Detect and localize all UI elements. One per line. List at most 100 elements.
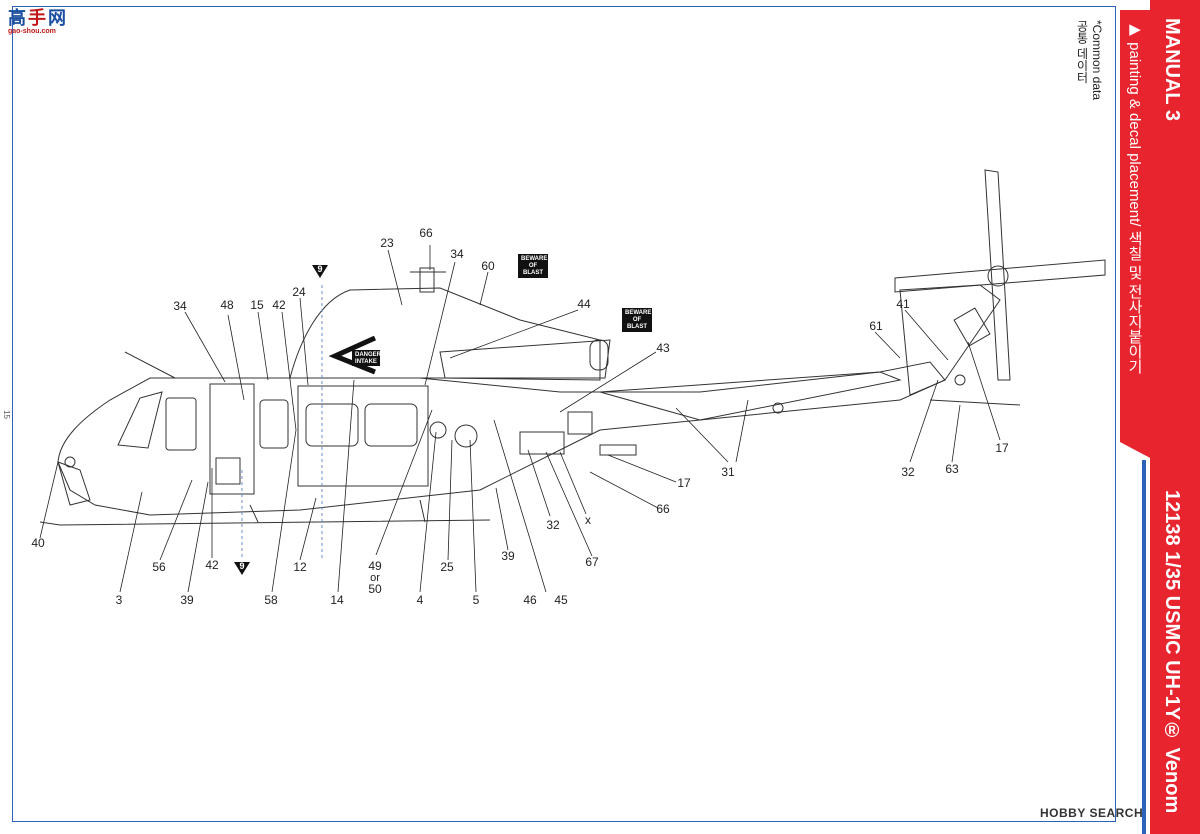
leader-34-top [424, 261, 456, 386]
leader-12 [299, 497, 317, 561]
watermark-char-1: 高 [8, 8, 26, 28]
leader-42-top [281, 311, 297, 431]
leader-34-left [184, 311, 226, 383]
tail-rotor-vertical [984, 169, 1011, 381]
leader-61 [874, 331, 901, 359]
callout-49-or: or [370, 572, 380, 584]
tail-grille [953, 307, 991, 347]
callout-66-low: 66 [656, 502, 670, 516]
callout-24: 24 [292, 285, 306, 299]
marker-9-bottom-shape [234, 562, 250, 575]
callout-32-mid: 32 [546, 518, 560, 532]
leader-41 [904, 309, 949, 361]
leader-39-mid [495, 487, 509, 551]
callout-67: 67 [585, 555, 599, 569]
leader-32-tail [909, 379, 939, 463]
callout-46: 46 [523, 593, 537, 607]
callout-40: 40 [31, 536, 45, 550]
callout-61: 61 [869, 319, 883, 333]
door-window-3 [364, 403, 418, 447]
marker-9-top: 9 [317, 264, 323, 274]
callout-17-mid: 17 [677, 476, 691, 490]
leader-24 [299, 297, 309, 386]
leader-67 [545, 451, 593, 557]
nose-sensor [64, 456, 76, 468]
leader-66-low [589, 471, 659, 509]
callout-50: 50 [368, 582, 382, 596]
leader-23 [387, 249, 403, 306]
callout-66-top: 66 [419, 226, 433, 240]
callout-5: 5 [472, 593, 480, 607]
panel-a [215, 457, 241, 485]
callout-60: 60 [481, 259, 495, 273]
helicopter-side-view [39, 169, 1106, 593]
skid-rail [39, 519, 491, 526]
danger-intake-chevron [328, 335, 377, 375]
tail-skid [929, 399, 1021, 406]
leader-17-tail [967, 341, 1001, 441]
callout-56: 56 [152, 560, 166, 574]
watermark-char-3: 网 [48, 8, 66, 28]
callout-14: 14 [330, 593, 344, 607]
marker-9-bottom: 9 [239, 561, 245, 571]
manual-sidebar: MANUAL 3 ▶ painting & decal placement/ 색… [1120, 0, 1200, 834]
callout-23: 23 [380, 236, 394, 250]
watermark-char-2: 手 [28, 8, 46, 28]
tail-boom [599, 371, 902, 421]
cockpit-window [117, 391, 163, 449]
leader-46 [493, 419, 547, 593]
callout-42-low: 42 [205, 558, 219, 572]
callout-44: 44 [577, 297, 591, 311]
tail-fin [899, 284, 1001, 396]
common-data-en: *Common data [1090, 20, 1104, 101]
leader-31-b [735, 399, 749, 463]
leader-x [559, 451, 587, 515]
marker-9-top-shape [312, 265, 328, 278]
callout-49: 49 [368, 559, 382, 573]
callout-25: 25 [440, 560, 454, 574]
leader-63 [951, 404, 961, 463]
nose-section [57, 461, 91, 506]
callout-17-tail: 17 [995, 441, 1009, 455]
panel-b [567, 411, 593, 435]
fuselage-outline [57, 361, 946, 516]
callout-39-mid: 39 [501, 549, 515, 563]
tail-rotor-horizontal [894, 259, 1106, 293]
section-title: ▶ painting & decal placement/ 색칠 및 전사지붙이… [1126, 20, 1143, 374]
page-frame [12, 6, 1116, 822]
roundel-4 [954, 374, 966, 386]
beware-blast-decal-2: BEWARE OF BLAST [622, 308, 652, 332]
callout-15: 15 [250, 298, 264, 312]
leader-17-mid [607, 454, 677, 483]
callout-63: 63 [945, 462, 959, 476]
product-title: 12138 1/35 USMC UH-1Y® Venom [1161, 490, 1183, 814]
callout-34-left: 34 [173, 299, 187, 313]
cabin-window-front [165, 397, 197, 451]
roundel-1 [429, 421, 447, 439]
leader-25 [447, 439, 453, 561]
panel-d [599, 444, 637, 456]
leader-32-mid [527, 449, 551, 517]
callout-34-top: 34 [450, 247, 464, 261]
roundel-2 [454, 424, 478, 448]
callout-31: 31 [721, 465, 735, 479]
leader-15 [257, 311, 269, 381]
engine-cowling [289, 287, 601, 381]
skid-strut-rear [419, 499, 426, 523]
callout-48: 48 [220, 298, 234, 312]
beware-blast-decal-1: BEWARE OF BLAST [518, 254, 548, 278]
callout-41: 41 [896, 297, 910, 311]
leader-49 [375, 409, 433, 556]
callout-43: 43 [656, 341, 670, 355]
leader-40 [39, 461, 59, 539]
callout-x: x [585, 513, 591, 527]
door-window-2 [305, 403, 359, 447]
common-data-ko: 공통 데이터 [1075, 20, 1089, 84]
danger-intake-decal: DANGER INTAKE [352, 350, 381, 366]
sidebar-band [1150, 0, 1200, 834]
callout-4: 4 [416, 593, 424, 607]
tail-rotor-hub [987, 265, 1009, 287]
sidebar-accent-line [1142, 460, 1146, 834]
leader-56 [159, 479, 193, 561]
callout-32-tail: 32 [901, 465, 915, 479]
